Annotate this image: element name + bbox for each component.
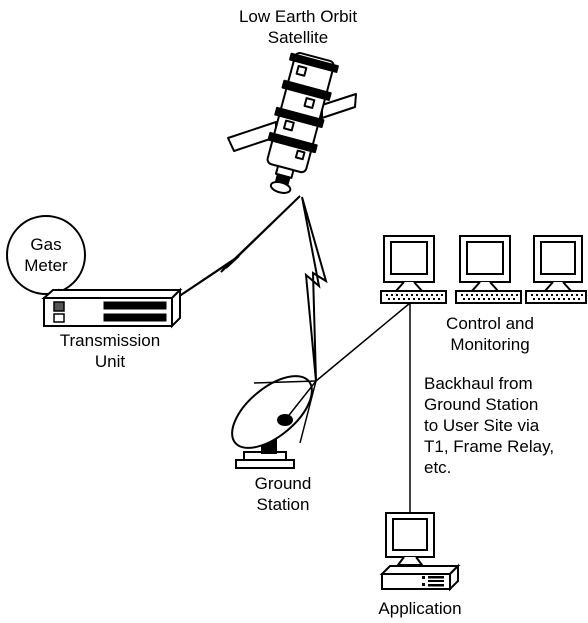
ground-station-dish-icon <box>220 363 324 468</box>
application-label: Application <box>360 598 480 619</box>
gas-meter-label: Gas Meter <box>6 234 86 276</box>
backhaul-label-line: to User Site via <box>424 415 586 436</box>
ground-station-label-line: Ground <box>238 473 328 494</box>
backhaul-label: Backhaul from Ground Station to User Sit… <box>424 373 586 478</box>
gas-meter-label-line: Meter <box>6 255 86 276</box>
control-monitoring-label-line: Monitoring <box>420 334 560 355</box>
control-workstation-icon <box>381 236 446 303</box>
satellite-icon <box>228 51 356 199</box>
gas-meter-label-line: Gas <box>6 234 86 255</box>
satellite-label-line: Satellite <box>208 27 388 48</box>
transmission-unit-icon <box>44 290 180 326</box>
backhaul-label-line: Ground Station <box>424 394 586 415</box>
transmission-unit-label-line: Transmission <box>40 330 180 351</box>
ground-station-label: Ground Station <box>238 473 328 515</box>
satellite-label: Low Earth Orbit Satellite <box>208 6 388 48</box>
control-monitoring-label: Control and Monitoring <box>420 313 560 355</box>
radio-link-satellite-to-ground-station <box>302 197 326 381</box>
radio-link-satellite-to-transmission-unit <box>166 196 300 305</box>
satellite-label-line: Low Earth Orbit <box>208 6 388 27</box>
control-workstation-icon <box>526 236 586 303</box>
transmission-unit-label-line: Unit <box>40 351 180 372</box>
control-workstation-icon <box>456 236 521 303</box>
control-monitoring-label-line: Control and <box>420 313 560 334</box>
backhaul-label-line: T1, Frame Relay, <box>424 436 586 457</box>
application-label-text: Application <box>360 598 480 619</box>
application-computer-icon <box>382 513 458 589</box>
backhaul-label-line: etc. <box>424 457 586 478</box>
ground-station-label-line: Station <box>238 494 328 515</box>
transmission-unit-label: Transmission Unit <box>40 330 180 372</box>
backhaul-label-line: Backhaul from <box>424 373 586 394</box>
